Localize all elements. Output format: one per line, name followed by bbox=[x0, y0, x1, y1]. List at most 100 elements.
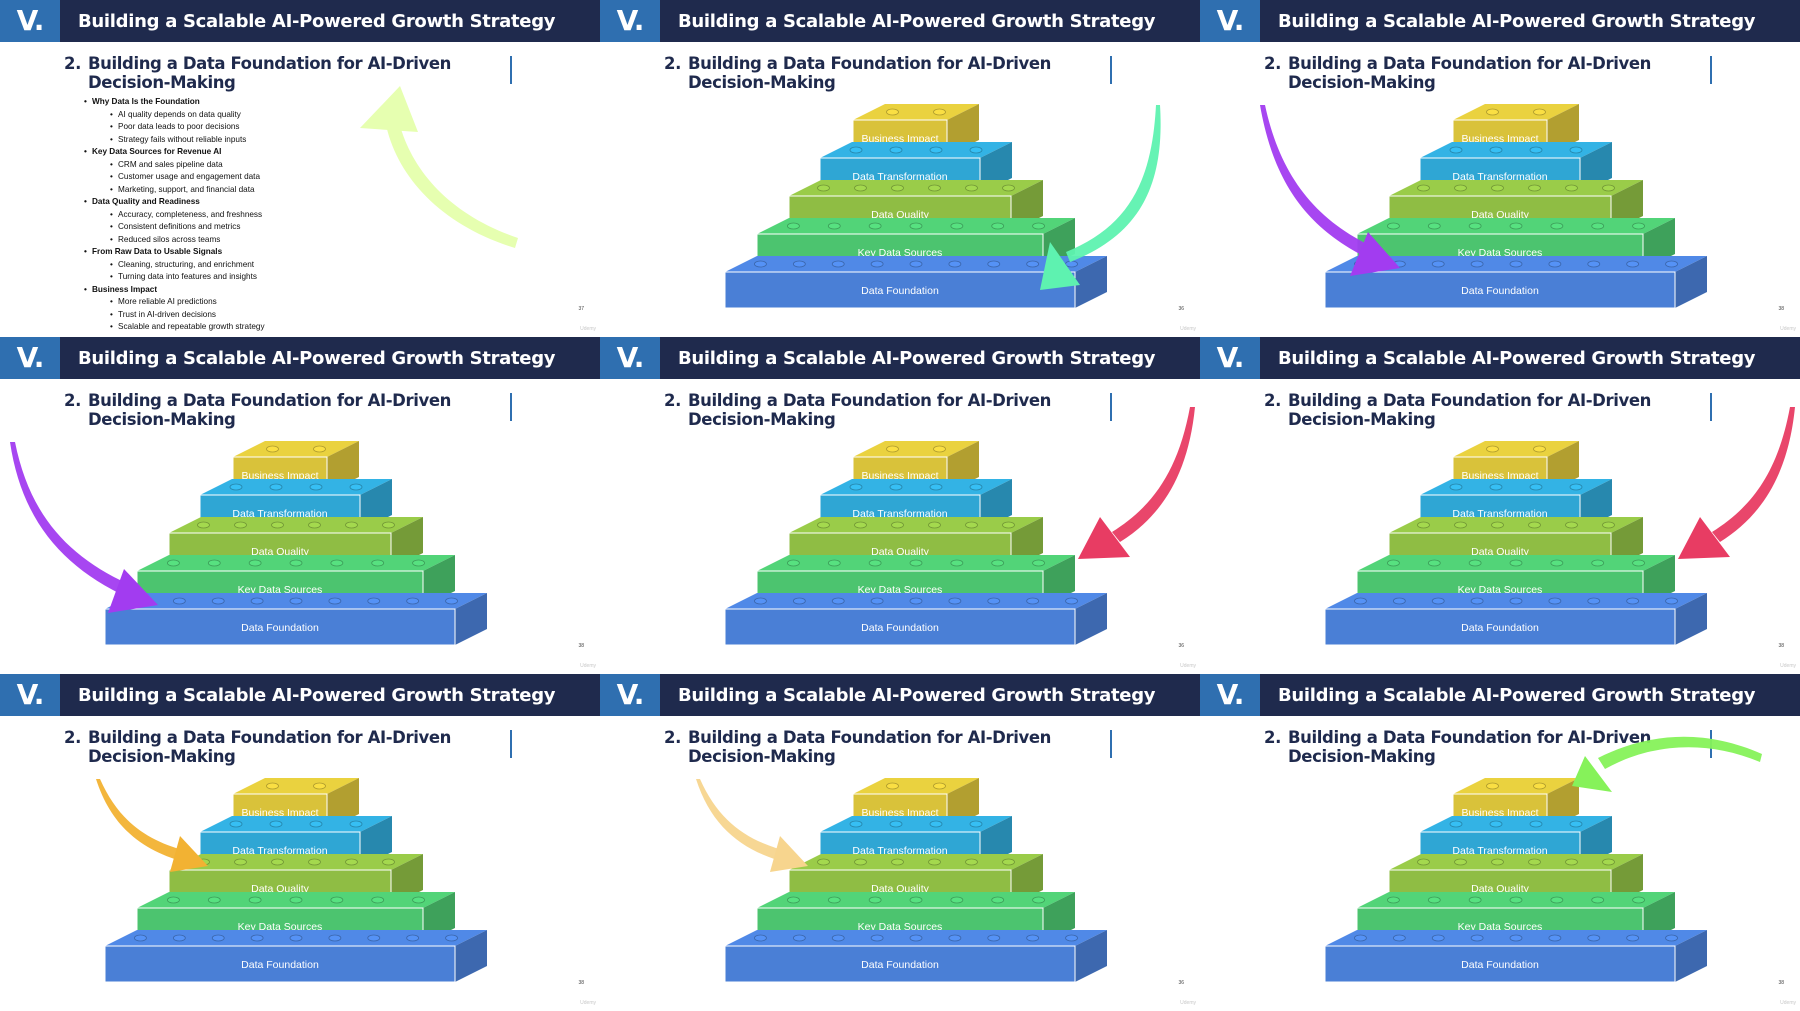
bullet-list: Why Data Is the FoundationAI quality dep… bbox=[84, 96, 384, 334]
brick-stud bbox=[831, 260, 845, 268]
slide-thumbnail[interactable]: V. Building a Scalable AI-Powered Growth… bbox=[0, 337, 600, 674]
brick-stud bbox=[1489, 820, 1503, 828]
brick-stud bbox=[1065, 260, 1078, 268]
brick-stud bbox=[870, 597, 884, 605]
brick-stud bbox=[1509, 222, 1523, 230]
layer-front-face bbox=[1324, 608, 1676, 646]
brick-stud bbox=[909, 222, 923, 230]
brick-stud bbox=[1665, 260, 1678, 268]
brand-logo: V. bbox=[0, 674, 60, 716]
brick-stud bbox=[1587, 934, 1601, 942]
brick-stud bbox=[849, 483, 863, 491]
slide-thumbnail[interactable]: V. Building a Scalable AI-Powered Growth… bbox=[600, 674, 1200, 1011]
slide-thumbnail[interactable]: V. Building a Scalable AI-Powered Growth… bbox=[1200, 337, 1800, 674]
brick-stud bbox=[1509, 934, 1523, 942]
bullet-item: Marketing, support, and financial data bbox=[84, 184, 384, 197]
layer-front-face bbox=[724, 608, 1076, 646]
brick-stud bbox=[886, 445, 899, 453]
brick-stud bbox=[1489, 483, 1503, 491]
brick-stud bbox=[313, 782, 326, 790]
brick-stud bbox=[1354, 934, 1367, 942]
bullet-heading: Why Data Is the Foundation bbox=[84, 96, 384, 109]
bullet-heading: From Raw Data to Usable Signals bbox=[84, 246, 384, 259]
brick-stud bbox=[234, 521, 247, 529]
bullet-item: Scalable and repeatable growth strategy bbox=[84, 321, 384, 334]
slide-thumbnail[interactable]: V. Building a Scalable AI-Powered Growth… bbox=[0, 674, 600, 1011]
brick-stud bbox=[754, 260, 767, 268]
slide-title: 2. Building a Data Foundation for AI-Dri… bbox=[1264, 391, 1704, 429]
slide-thumbnail[interactable]: V. Building a Scalable AI-Powered Growth… bbox=[600, 337, 1200, 674]
bullet-heading: Data Quality and Readiness bbox=[84, 196, 384, 209]
brick-stud bbox=[1602, 521, 1615, 529]
bullet-item: CRM and sales pipeline data bbox=[84, 159, 384, 172]
brick-stud bbox=[1591, 559, 1605, 567]
brick-stud bbox=[345, 521, 358, 529]
brick-stud bbox=[1026, 597, 1040, 605]
layer-top-face bbox=[789, 180, 1043, 196]
brick-stud bbox=[933, 445, 946, 453]
brick-stud bbox=[382, 858, 395, 866]
brick-stud bbox=[1427, 222, 1441, 230]
brick-stud bbox=[965, 184, 978, 192]
slide-header: V. Building a Scalable AI-Powered Growth… bbox=[1200, 337, 1800, 379]
brick-stud bbox=[1417, 858, 1430, 866]
brick-stud bbox=[891, 521, 904, 529]
brick-stud bbox=[406, 934, 420, 942]
footer-watermark: Udemy bbox=[580, 326, 596, 332]
brick-stud bbox=[1533, 445, 1546, 453]
brick-stud bbox=[1486, 445, 1499, 453]
brick-stud bbox=[308, 521, 321, 529]
brick-stud bbox=[349, 483, 363, 491]
slide-title: 2. Building a Data Foundation for AI-Dri… bbox=[664, 54, 1104, 92]
brick-stud bbox=[1387, 896, 1400, 904]
brick-stud bbox=[229, 820, 243, 828]
brick-stud bbox=[330, 559, 344, 567]
bullet-item: AI quality depends on data quality bbox=[84, 109, 384, 122]
brick-stud bbox=[950, 222, 964, 230]
brick-stud bbox=[330, 896, 344, 904]
slide-thumbnail[interactable]: V. Building a Scalable AI-Powered Growth… bbox=[600, 0, 1200, 337]
brick-stud bbox=[991, 222, 1005, 230]
brick-stud bbox=[345, 858, 358, 866]
title-accent-bar bbox=[510, 730, 512, 758]
brick-stud bbox=[1548, 934, 1562, 942]
brick-stud bbox=[328, 934, 342, 942]
footer-watermark: Udemy bbox=[580, 663, 596, 669]
brick-stud bbox=[1632, 559, 1645, 567]
brick-stud bbox=[445, 934, 458, 942]
brick-stud bbox=[167, 559, 180, 567]
pyramid-layer-label: Data Foundation bbox=[1461, 622, 1539, 634]
brick-stud bbox=[1565, 184, 1578, 192]
brick-stud bbox=[445, 597, 458, 605]
pyramid-layer: Data Foundation bbox=[104, 593, 487, 646]
brick-stud bbox=[849, 146, 863, 154]
brick-stud bbox=[229, 483, 243, 491]
brick-stud bbox=[933, 782, 946, 790]
pyramid-layer-label: Data Foundation bbox=[861, 959, 939, 971]
brand-logo: V. bbox=[1200, 337, 1260, 379]
brick-stud bbox=[1550, 559, 1564, 567]
brick-stud bbox=[269, 483, 283, 491]
title-accent-bar bbox=[1110, 393, 1112, 421]
brick-stud bbox=[1449, 146, 1463, 154]
brick-stud bbox=[289, 559, 303, 567]
slide-title: 2. Building a Data Foundation for AI-Dri… bbox=[664, 728, 1104, 766]
brick-stud bbox=[1468, 222, 1482, 230]
slide-header: V. Building a Scalable AI-Powered Growth… bbox=[1200, 674, 1800, 716]
slide-thumbnail[interactable]: V. Building a Scalable AI-Powered Growth… bbox=[0, 0, 600, 337]
layer-top-face bbox=[233, 778, 359, 794]
bullet-item: Trust in AI-driven decisions bbox=[84, 309, 384, 322]
brick-stud bbox=[827, 559, 841, 567]
slide-thumbnail[interactable]: V. Building a Scalable AI-Powered Growth… bbox=[1200, 674, 1800, 1011]
page-number: 38 bbox=[1778, 643, 1784, 649]
slide-thumbnail[interactable]: V. Building a Scalable AI-Powered Growth… bbox=[1200, 0, 1800, 337]
brick-stud bbox=[891, 184, 904, 192]
slide-header: V. Building a Scalable AI-Powered Growth… bbox=[1200, 0, 1800, 42]
layer-front-face bbox=[1324, 271, 1676, 309]
header-title: Building a Scalable AI-Powered Growth St… bbox=[1278, 11, 1756, 32]
brick-stud bbox=[1392, 260, 1406, 268]
brick-stud bbox=[1528, 184, 1541, 192]
slide-title-text: Building a Data Foundation for AI-Driven… bbox=[1288, 54, 1651, 92]
